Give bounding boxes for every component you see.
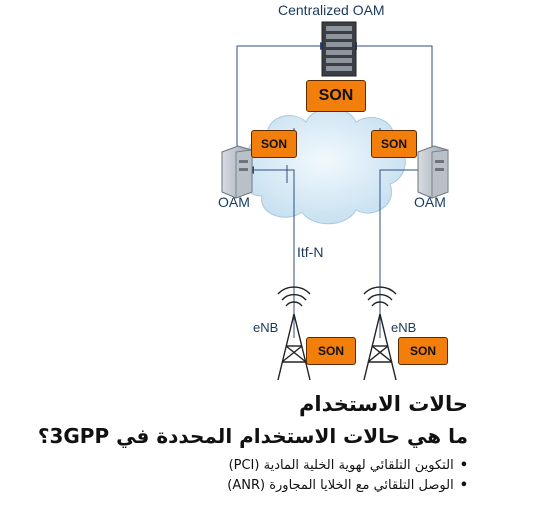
list-item: الوصل التلقائي مع الخلايا المجاورة (ANR) — [227, 478, 468, 493]
link-left-oam-central — [236, 45, 320, 148]
enb-right-label: eNB — [391, 320, 417, 335]
centralized-oam-label: Centralized OAM — [278, 2, 385, 18]
son-left-box: SON — [251, 130, 297, 158]
link-right-oam-central — [357, 45, 433, 148]
question-heading: ما هي حالات الاستخدام المحددة في 3GPP؟ — [37, 424, 468, 448]
section-heading: حالات الاستخدام — [299, 392, 468, 416]
connection-lines — [236, 45, 433, 338]
central-server-icon — [321, 21, 357, 77]
use-case-list: التكوين التلقائي لهوية الخلية المادية (P… — [227, 458, 468, 498]
son-central-box: SON — [306, 80, 366, 112]
enb-left-label: eNB — [253, 320, 279, 335]
link-right-enb — [379, 169, 422, 338]
oam-left-label: OAM — [218, 194, 250, 210]
list-item: التكوين التلقائي لهوية الخلية المادية (P… — [227, 458, 468, 473]
link-left-enb — [254, 169, 295, 338]
enb-right-tower-icon — [363, 286, 397, 381]
oam-right-server-icon — [417, 145, 449, 199]
son-enb-left-box: SON — [306, 337, 356, 365]
enb-left-tower-icon — [277, 286, 311, 381]
son-enb-right-box: SON — [398, 337, 448, 365]
oam-right-label: OAM — [414, 194, 446, 210]
itf-n-label: Itf-N — [297, 244, 324, 260]
network-cloud — [241, 108, 406, 225]
son-right-box: SON — [371, 130, 417, 158]
oam-left-server-icon — [221, 145, 253, 199]
